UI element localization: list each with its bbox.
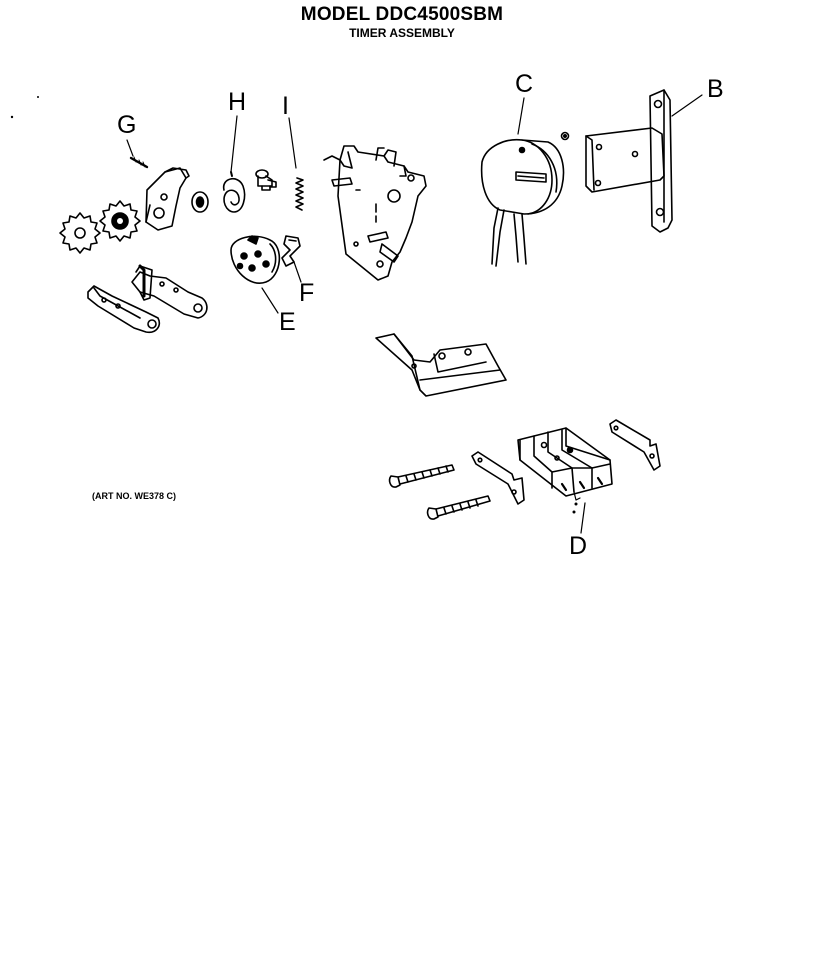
small-screw <box>256 170 276 190</box>
stray-dots <box>10 96 39 119</box>
cam-lever <box>146 168 189 230</box>
linkage-bar-right <box>132 266 207 318</box>
callout-b: B <box>707 75 724 103</box>
washer <box>192 192 208 212</box>
mounting-bracket-part-b <box>586 90 672 232</box>
mounting-screw-upper <box>390 465 454 487</box>
pin-part-g <box>131 157 147 167</box>
switch-cover-plate <box>376 334 506 396</box>
diagram-title: MODEL DDC4500SBM <box>300 4 504 25</box>
clip-part-f <box>282 236 300 266</box>
small-nut <box>562 133 569 140</box>
sprocket-gear-left <box>60 213 100 253</box>
callout-h: H <box>228 88 247 116</box>
leader-lines <box>127 95 702 533</box>
coil-spring-part-i <box>296 178 303 210</box>
callout-g: G <box>117 111 137 139</box>
diagram-subtitle: TIMER ASSEMBLY <box>349 26 455 40</box>
switch-block-part-d <box>518 428 612 514</box>
switch-bracket-right <box>610 420 660 470</box>
linkage-bar-left <box>88 286 159 332</box>
switch-bracket-left <box>472 452 524 504</box>
mounting-screw-lower <box>428 496 490 519</box>
hub-assembly-part-e <box>231 236 279 283</box>
callout-e: E <box>279 308 296 336</box>
spring-clip-part-h <box>224 172 245 212</box>
art-number: (ART NO. WE378 C) <box>92 491 177 501</box>
timer-frame-plate <box>324 146 426 280</box>
callout-f: F <box>299 279 315 307</box>
callout-d: D <box>569 532 588 560</box>
callout-i: I <box>282 92 289 120</box>
sprocket-gear-right <box>100 201 140 241</box>
callout-c: C <box>515 70 534 98</box>
timer-motor-part-c <box>482 140 564 266</box>
